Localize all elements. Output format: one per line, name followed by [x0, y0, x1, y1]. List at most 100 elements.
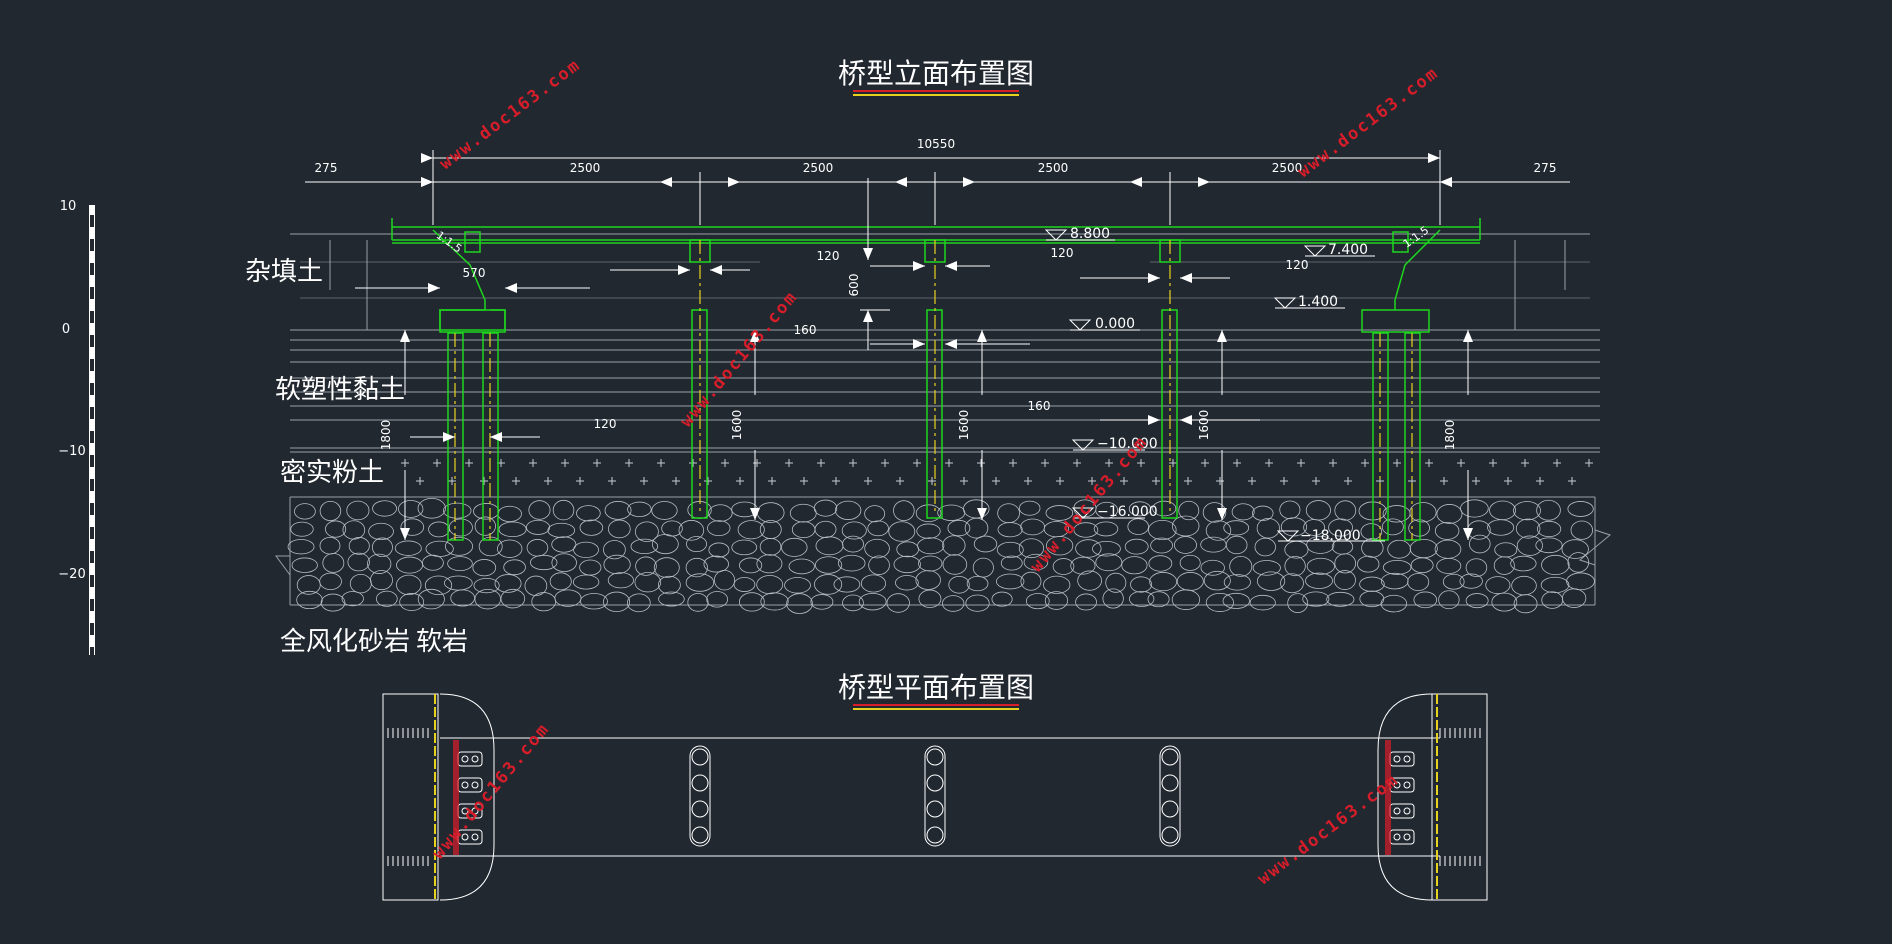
plus-mark [721, 459, 729, 467]
plus-mark [945, 459, 953, 467]
cobble [708, 542, 730, 558]
cobble [1075, 593, 1097, 611]
plus-mark [529, 459, 537, 467]
plus-mark [1009, 459, 1017, 467]
cobble [1359, 590, 1385, 608]
cobble [814, 556, 843, 574]
cobble [375, 590, 398, 607]
cobble [422, 554, 444, 571]
cobble [815, 536, 844, 556]
cobble [1231, 503, 1255, 521]
plan-pile-circle [1161, 800, 1179, 818]
plan-pile-circle [926, 748, 944, 766]
cobble [1045, 505, 1074, 521]
plan-bearing-bolt [471, 781, 479, 789]
cobble [964, 517, 989, 539]
plus-mark [1105, 459, 1113, 467]
dim-pier-height: 600 [847, 274, 861, 297]
cobble [1150, 537, 1173, 554]
plan-bearing-bolt [1393, 755, 1401, 763]
plus-mark [704, 477, 712, 485]
plus-mark [1120, 477, 1128, 485]
cobble [498, 521, 527, 538]
cobble [319, 536, 341, 555]
cobble [1045, 536, 1074, 556]
soil-label-fill: 杂填土 [245, 257, 323, 287]
cobble [1205, 520, 1232, 541]
plus-mark [1280, 477, 1288, 485]
cobble [603, 591, 631, 612]
plan-bearing-bolt [1393, 833, 1401, 841]
dense-silt-hatch [401, 459, 1593, 485]
plus-mark [1024, 477, 1032, 485]
cobble [997, 522, 1023, 538]
scale-segment [90, 407, 94, 419]
cobble [1225, 535, 1248, 555]
scale-segment [90, 623, 94, 635]
cobble [739, 557, 763, 574]
cobble [1541, 554, 1570, 575]
cobble [842, 594, 864, 612]
cobble [396, 556, 423, 574]
cobble [1052, 558, 1075, 575]
cobble [1279, 500, 1301, 520]
plus-mark [785, 459, 793, 467]
cobble [895, 575, 919, 591]
cobble [1043, 575, 1071, 594]
plus-mark [1152, 477, 1160, 485]
cobble [915, 504, 942, 523]
cobble [1561, 539, 1589, 559]
cobble [784, 577, 811, 594]
cobble [893, 555, 921, 574]
cobble [1326, 591, 1355, 607]
cobble [651, 534, 679, 555]
cobble [551, 553, 577, 573]
plus-mark [1489, 459, 1497, 467]
dim-pier-width: 160 [794, 323, 817, 337]
watermark-text: www.doc163.com [1294, 63, 1443, 182]
dim-span: 2500 [570, 161, 601, 175]
plan-bearing-bolt [471, 807, 479, 815]
scale-segment [90, 455, 94, 467]
cobble [1025, 593, 1050, 610]
cobble [1334, 553, 1357, 574]
elevation-title-group: 桥型立面布置图 [838, 57, 1034, 96]
cobble [342, 520, 366, 540]
dimension-lines [305, 150, 1570, 542]
cobble [1540, 576, 1570, 594]
elevation-labels: 8.800 7.400 1.400 0.000 −10.000 −16.000 … [1070, 226, 1368, 544]
cobble [372, 500, 397, 517]
cobble [1306, 535, 1335, 554]
weathered-sandstone-hatch [287, 497, 1595, 614]
cobble [530, 554, 558, 571]
cobble [687, 593, 709, 612]
cobble [400, 518, 425, 536]
elevation-label: 7.400 [1328, 242, 1368, 258]
cobble [442, 502, 472, 519]
cobble [1256, 571, 1286, 591]
plus-mark [1248, 477, 1256, 485]
cobble [294, 503, 316, 520]
cobble [1465, 558, 1488, 577]
cobble [399, 593, 425, 611]
plus-mark [896, 477, 904, 485]
plus-mark [768, 477, 776, 485]
cobble [1407, 573, 1430, 592]
cobble [1178, 500, 1200, 521]
plus-mark [992, 477, 1000, 485]
dim-pile-length: 1600 [730, 410, 744, 441]
cobble [915, 570, 941, 590]
plan-bearing-bolt [471, 833, 479, 841]
cobble [1148, 520, 1177, 541]
cobble [1510, 555, 1537, 572]
cobble [991, 591, 1013, 607]
cobble [1434, 521, 1460, 540]
cobble [494, 574, 522, 593]
plus-mark [1137, 459, 1145, 467]
scale-segment [90, 239, 94, 251]
plus-mark [672, 477, 680, 485]
cobble [916, 523, 941, 539]
cobble [1536, 520, 1562, 538]
cobble [347, 552, 370, 572]
cobble [1487, 519, 1515, 536]
